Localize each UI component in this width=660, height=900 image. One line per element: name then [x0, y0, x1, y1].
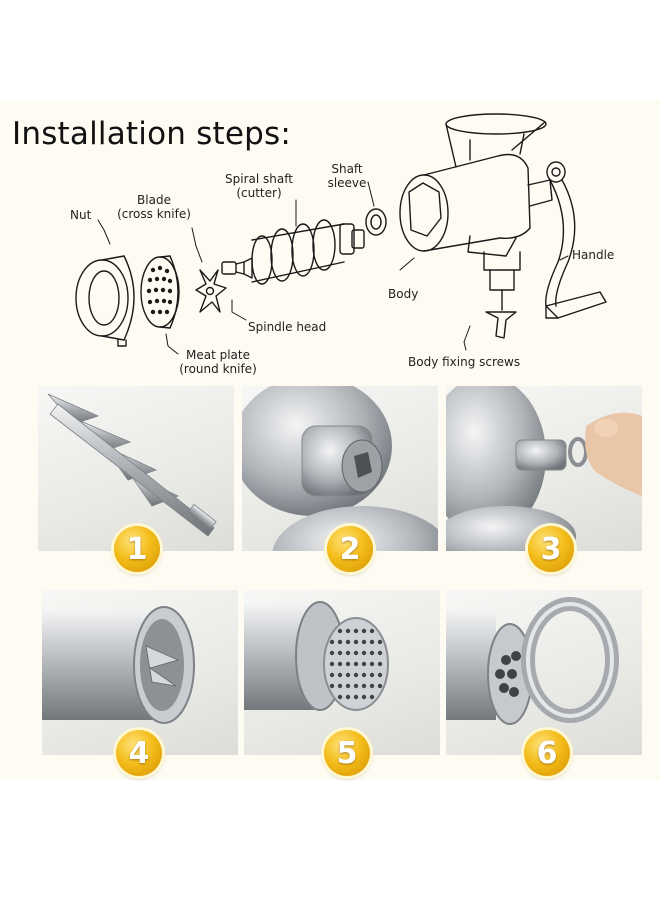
step-badge-4: 4	[116, 730, 162, 776]
label-meat-plate: Meat plate(round knife)	[179, 348, 257, 376]
label-body: Body	[388, 287, 419, 301]
label-handle: Handle	[572, 248, 615, 262]
handle-drawing	[545, 161, 607, 319]
step-4-photo	[42, 590, 238, 755]
step-3-photo	[446, 386, 642, 551]
label-body-fixing-screws: Body fixing screws	[408, 355, 521, 369]
leader-lines	[97, 181, 569, 355]
step-badge-6: 6	[524, 730, 570, 776]
blade-drawing	[195, 269, 227, 313]
step-5-photo	[244, 590, 440, 755]
body-drawing	[399, 113, 553, 339]
step-badge-2: 2	[327, 526, 373, 572]
label-blade: Blade(cross knife)	[117, 193, 191, 221]
nut-drawing	[75, 255, 135, 347]
step-1-photo	[38, 386, 234, 551]
meat-plate-drawing	[140, 255, 180, 329]
label-nut: Nut	[70, 208, 92, 222]
spindle-head-drawing	[221, 261, 245, 275]
spiral-shaft-drawing	[243, 219, 365, 285]
meat-plate-holes	[146, 265, 173, 315]
step-2-photo	[242, 386, 438, 551]
step-6-photo	[446, 590, 642, 755]
page-title: Installation steps:	[12, 116, 292, 152]
shaft-sleeve-drawing	[365, 208, 387, 236]
step-badge-3: 3	[528, 526, 574, 572]
label-spiral-shaft: Spiral shaft(cutter)	[225, 172, 293, 200]
step-badge-1: 1	[114, 526, 160, 572]
step-badge-5: 5	[324, 730, 370, 776]
label-spindle-head: Spindle head	[248, 320, 327, 334]
